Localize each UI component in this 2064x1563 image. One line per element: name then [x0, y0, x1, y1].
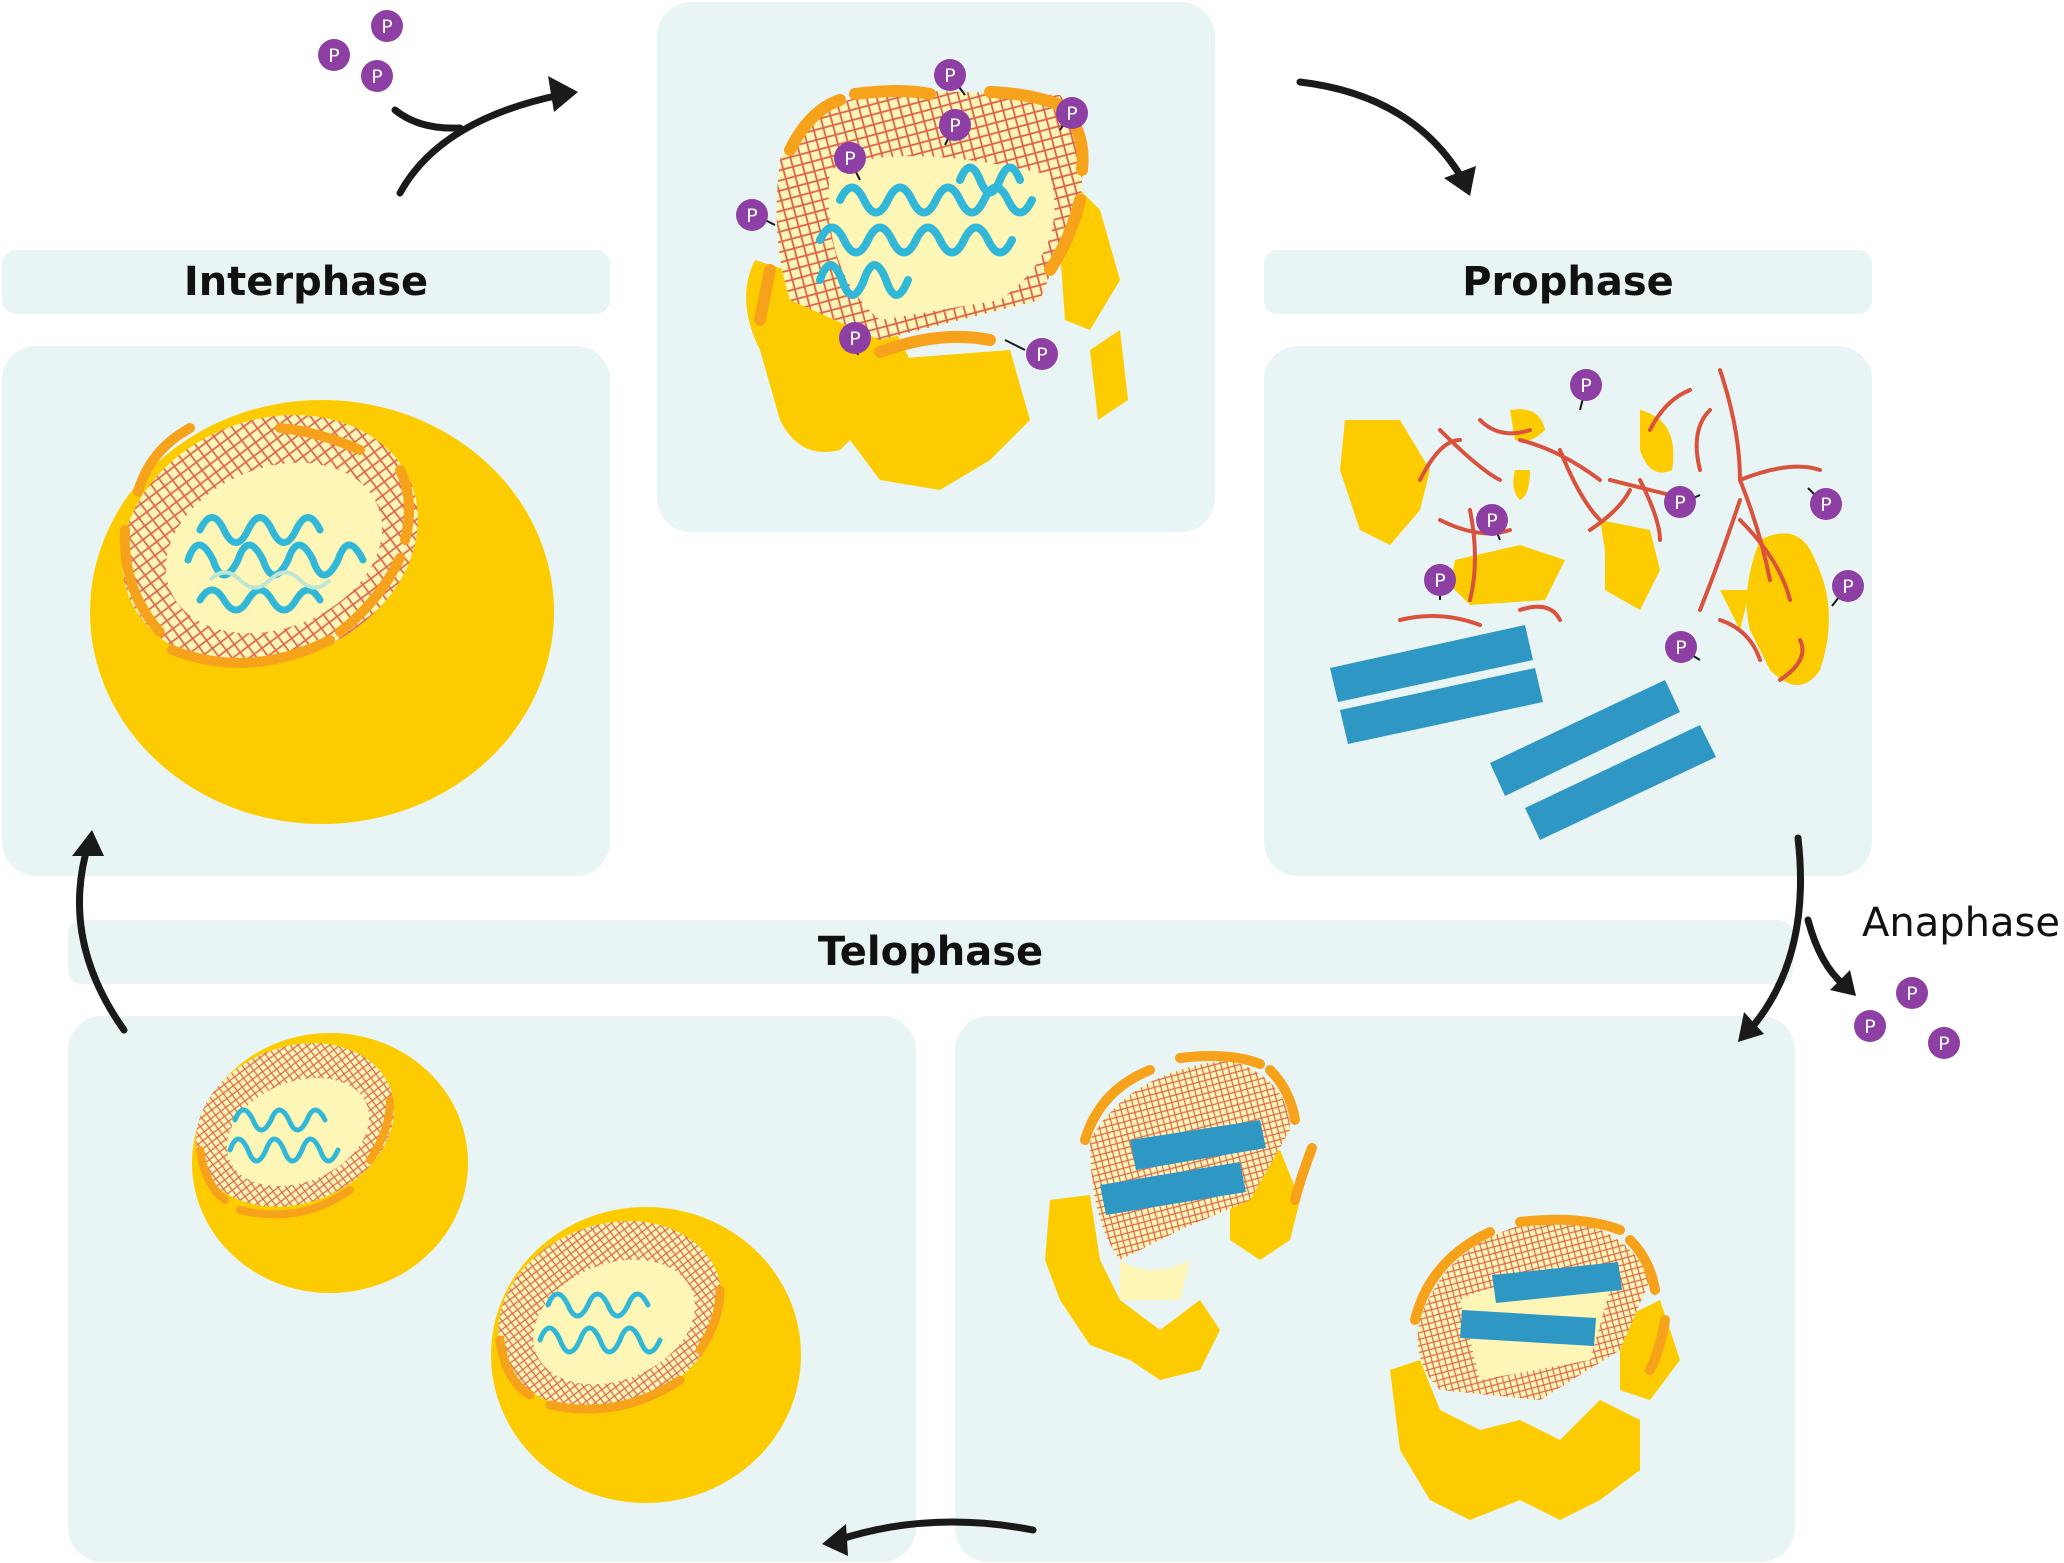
reforming-nucleus-2	[1390, 1214, 1680, 1520]
nuclear-breakdown-cell	[736, 59, 1128, 490]
interphase-cell	[90, 400, 554, 824]
daughter-cell-2	[491, 1207, 801, 1503]
interphase-header: Interphase	[2, 250, 610, 314]
interphase-label: Interphase	[183, 259, 429, 305]
prophase-label: Prophase	[1462, 259, 1674, 305]
chromosome	[1330, 625, 1716, 840]
arrowheads	[72, 76, 1856, 1556]
phosphate-icon	[1854, 977, 1960, 1059]
telophase-header: Telophase	[68, 920, 1793, 984]
phosphate-icon	[318, 10, 403, 92]
prophase-contents	[1330, 368, 1864, 840]
daughter-cell-1	[192, 1033, 468, 1293]
telophase-label: Telophase	[817, 929, 1044, 975]
anaphase-label: Anaphase	[1862, 900, 2060, 946]
reforming-nucleus-1	[1045, 1051, 1317, 1380]
prophase-header: Prophase	[1264, 250, 1872, 314]
